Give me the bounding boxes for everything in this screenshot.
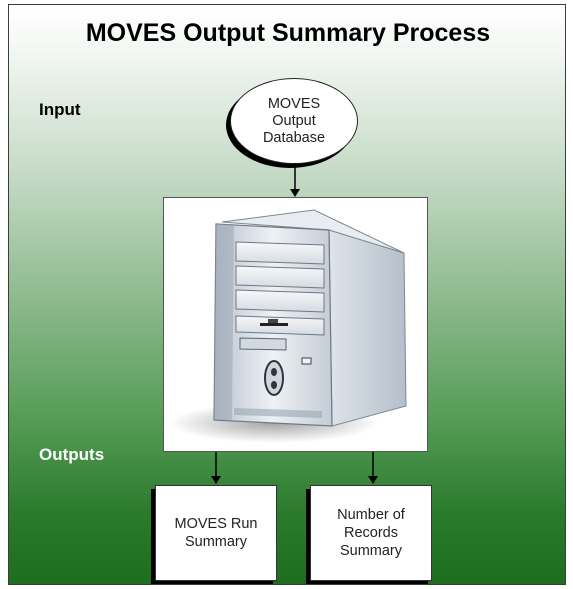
diagram-frame: MOVES Output Summary Process Input Outpu… bbox=[8, 4, 566, 585]
arrow-process-to-records-summary bbox=[368, 452, 378, 484]
moves-output-database-node: MOVES Output Database bbox=[230, 78, 358, 164]
desktop-tower-computer-icon bbox=[169, 209, 407, 443]
arrow-process-to-run-summary bbox=[211, 452, 221, 484]
database-node-line-3: Database bbox=[262, 129, 326, 146]
moves-run-summary-node: MOVES Run Summary bbox=[155, 485, 277, 581]
number-of-records-summary-node: Number of Records Summary bbox=[310, 485, 432, 581]
database-node-line-2: Output bbox=[272, 112, 316, 129]
records-summary-line-2: Records bbox=[344, 525, 398, 541]
input-section-label: Input bbox=[39, 100, 81, 119]
run-summary-line-2: Summary bbox=[184, 534, 248, 550]
run-summary-text: MOVES Run Summary bbox=[166, 515, 266, 551]
diagram-title: MOVES Output Summary Process bbox=[85, 19, 491, 47]
run-summary-line-1: MOVES Run bbox=[174, 516, 258, 532]
records-summary-text: Number of Records Summary bbox=[321, 506, 421, 560]
database-node-text: MOVES Output Database bbox=[249, 96, 339, 147]
records-summary-line-1: Number of bbox=[337, 507, 405, 523]
database-node-line-1: MOVES bbox=[267, 95, 321, 112]
outputs-section-label: Outputs bbox=[39, 445, 105, 464]
arrow-input-to-process bbox=[290, 163, 300, 197]
records-summary-line-3: Summary bbox=[339, 543, 403, 559]
process-computer-node bbox=[163, 197, 428, 452]
